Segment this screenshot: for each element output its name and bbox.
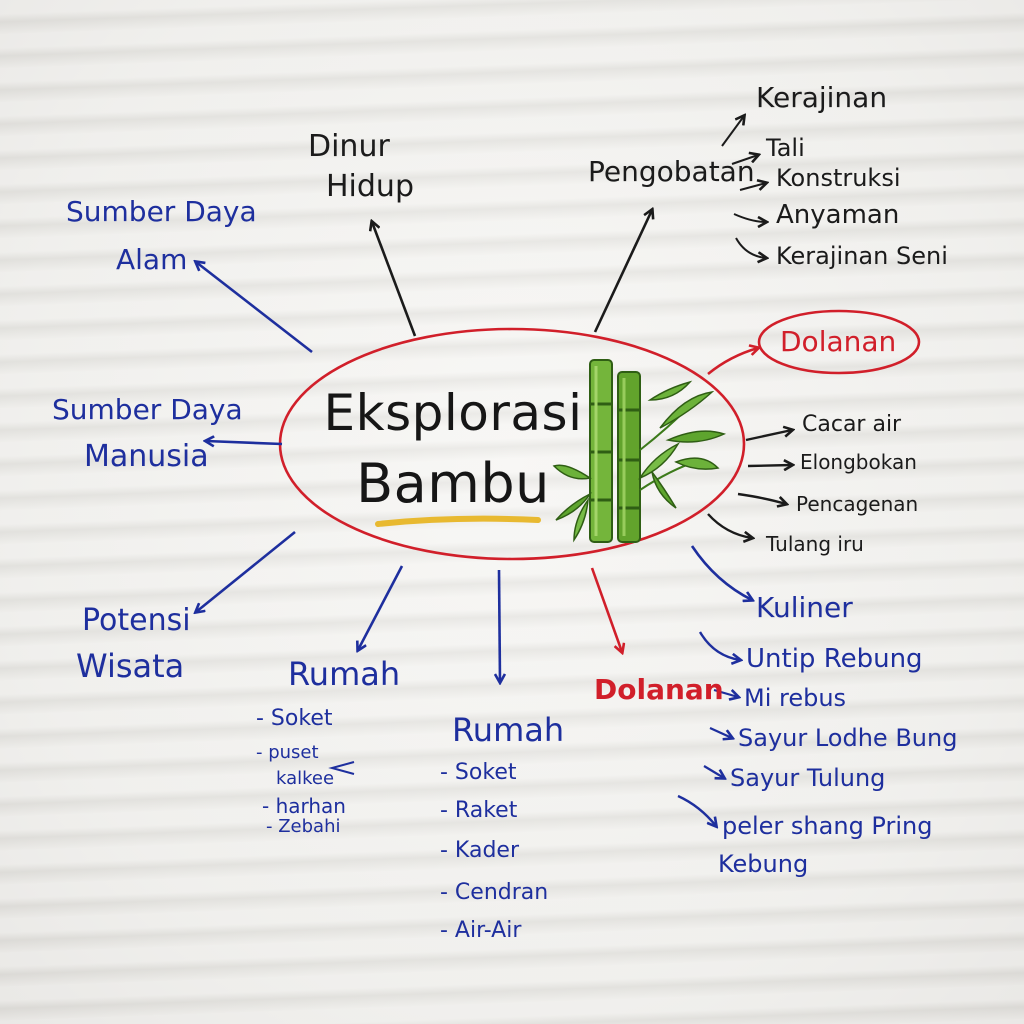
list-item: Konstruksi [776, 164, 901, 192]
list-item: - Air-Air [440, 918, 522, 943]
arrow-tali [731, 155, 758, 165]
node-rumah-center: Rumah [452, 711, 565, 749]
list-item: Anyaman [776, 200, 900, 230]
dolanan-ellipse [757, 309, 921, 375]
arrow-to-rumah-center [499, 569, 500, 682]
arrow-cacar-air [745, 430, 792, 442]
list-item: - Kader [440, 838, 519, 863]
center-title-line2: Bambu [356, 452, 550, 515]
arrow-to-sumber-daya-alam [196, 262, 313, 354]
node-dinur: Dinur [308, 129, 390, 164]
arrow-anyaman [733, 213, 766, 222]
list-item: Cacar air [802, 412, 902, 437]
node-hidup: Hidup [326, 169, 414, 204]
list-item: Mi rebus [744, 684, 847, 712]
arrow-elongbokan [747, 465, 792, 466]
arrow-kerajinan-seni [735, 237, 766, 258]
kalkee-bracket [328, 761, 355, 775]
node-kuliner: Kuliner [756, 591, 853, 624]
arrow-to-dolanan-top [707, 348, 758, 376]
list-item: Kerajinan Seni [776, 242, 948, 270]
list-item: - puset [256, 742, 319, 763]
arrow-tulang-iru [707, 513, 752, 538]
node-potensi-wisata-line2: Wisata [76, 647, 185, 685]
arrow-sayur-lodhe [709, 726, 732, 738]
list-item: - Cendran [440, 880, 549, 905]
node-sumber-daya-manusia-line1: Sumber Daya [52, 393, 243, 426]
node-sumber-daya-alam-line1: Sumber Daya [66, 195, 257, 228]
center-ellipse [278, 327, 746, 561]
arrow-sayur-tulung [703, 765, 724, 778]
node-dolanan-top: Dolanan [780, 325, 897, 358]
arrow-mi-rebus [713, 688, 738, 697]
node-sumber-daya-manusia-line2: Manusia [84, 439, 209, 474]
list-item: Elongbokan [800, 450, 917, 474]
arrow-to-dinur-hidup [372, 222, 417, 337]
list-item: - Soket [440, 760, 517, 785]
list-item: Sayur Tulung [730, 764, 886, 792]
list-item: kalkee [276, 768, 335, 789]
title-underline [375, 515, 541, 527]
arrow-to-rumah-left [358, 565, 404, 650]
arrow-to-potensi-wisata [196, 530, 296, 612]
arrow-kerajinan [721, 116, 744, 147]
arrow-peler-shang [677, 794, 716, 826]
center-title-line1: Eksplorasi [323, 384, 583, 442]
node-dolanan-bottom: Dolanan [594, 673, 724, 706]
arrow-to-kuliner [690, 545, 752, 600]
list-item: Sayur Lodhe Bung [738, 724, 958, 752]
arrow-konstruksi [739, 183, 766, 191]
list-item: Pencagenan [796, 492, 919, 516]
node-potensi-wisata-line1: Potensi [82, 603, 191, 638]
list-item: - Raket [440, 798, 518, 823]
arrow-to-pengobatan [593, 210, 652, 333]
arrow-pencagenan [737, 492, 786, 504]
bamboo-illustration-icon [552, 359, 727, 543]
arrow-untip-rebung [698, 631, 740, 660]
list-item: Tali [766, 134, 805, 162]
list-item: Kerajinan [756, 81, 888, 114]
node-sumber-daya-alam-line2: Alam [116, 243, 188, 276]
list-item: - Soket [256, 706, 333, 731]
list-item: - Zebahi [266, 816, 341, 837]
node-pengobatan: Pengobatan [588, 155, 755, 188]
arrow-to-dolanan-bottom [590, 567, 622, 652]
list-item: peler shang Pring [722, 812, 933, 840]
node-rumah-left: Rumah [288, 655, 401, 693]
list-item: Untip Rebung [746, 644, 923, 674]
list-item: Tulang iru [766, 532, 864, 556]
list-item: Kebung [718, 850, 809, 878]
list-item: - harhan [262, 794, 346, 818]
arrow-to-sumber-daya-manusia [206, 441, 283, 444]
